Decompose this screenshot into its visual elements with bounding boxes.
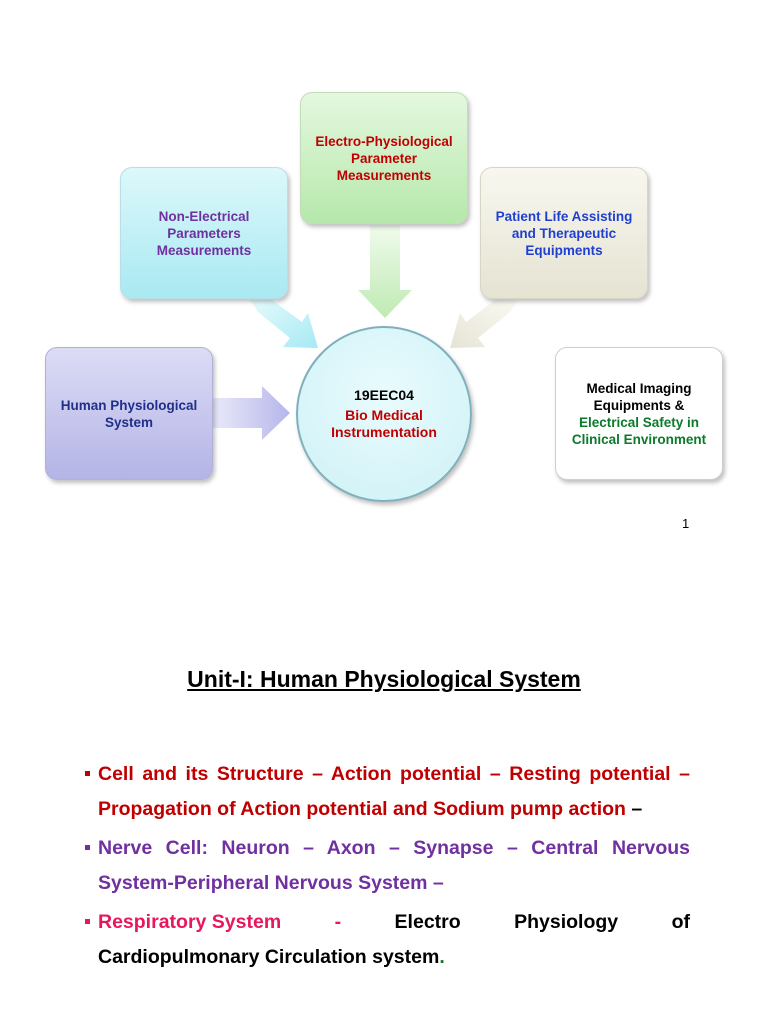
unit-title: Unit-I: Human Physiological System xyxy=(187,666,581,692)
topic-physiology-word: Physiology xyxy=(514,911,619,933)
arrow-electro-to-center xyxy=(358,225,412,318)
topic-list: Cell and its Structure – Action potentia… xyxy=(85,757,690,979)
non-electrical-label: Non-Electrical Parameters Measurements xyxy=(156,208,252,258)
course-title: Bio Medical Instrumentation xyxy=(331,407,437,440)
medical-imaging-label: Medical Imaging Equipments & xyxy=(586,380,692,413)
topic-period: . xyxy=(439,946,445,968)
patient-life-label: Patient Life Assisting and Therapeutic E… xyxy=(495,208,633,258)
electrical-safety-label: Electrical Safety in Clinical Environmen… xyxy=(571,414,707,447)
diagram-arrows xyxy=(213,225,518,440)
arrow-patient-to-center xyxy=(450,300,518,348)
topic-cell-dash: – xyxy=(625,798,643,820)
topic-item-respiratory: Respiratory System - Electro Physiology … xyxy=(85,905,690,975)
topic-item-nerve: Nerve Cell: Neuron – Axon – Synapse – Ce… xyxy=(85,831,690,901)
topic-item-cell: Cell and its Structure – Action potentia… xyxy=(85,757,690,827)
bullet-marker xyxy=(85,771,90,776)
topic-of-word: of xyxy=(671,911,690,933)
topic-respiratory-text: Respiratory System xyxy=(98,911,282,933)
electro-physiological-label: Electro-Physiological Parameter Measurem… xyxy=(315,133,453,183)
arrow-nonelectrical-to-center xyxy=(250,300,318,348)
topic-electro-word: Electro xyxy=(394,911,461,933)
topic-cardiopulmonary-text: Cardiopulmonary Circulation system xyxy=(98,946,440,968)
patient-life-box: Patient Life Assisting and Therapeutic E… xyxy=(480,167,648,299)
page-number: 1 xyxy=(682,516,690,531)
electro-physiological-box: Electro-Physiological Parameter Measurem… xyxy=(300,92,468,224)
topic-cell-text: Cell and its Structure – Action potentia… xyxy=(98,763,690,820)
non-electrical-box: Non-Electrical Parameters Measurements xyxy=(120,167,288,299)
course-code: 19EEC04 xyxy=(354,387,414,403)
arrow-human-to-center xyxy=(213,386,290,440)
bullet-marker xyxy=(85,845,90,850)
bullet-marker xyxy=(85,919,90,924)
topic-respiratory-dash: - xyxy=(334,911,342,933)
course-center-circle: 19EEC04 Bio Medical Instrumentation xyxy=(296,326,472,502)
medical-imaging-box: Medical Imaging Equipments & Electrical … xyxy=(555,347,723,480)
human-physiological-label: Human Physiological System xyxy=(60,397,198,430)
topic-nerve-text: Nerve Cell: Neuron – Axon – Synapse – Ce… xyxy=(98,837,690,894)
human-physiological-box: Human Physiological System xyxy=(45,347,213,480)
